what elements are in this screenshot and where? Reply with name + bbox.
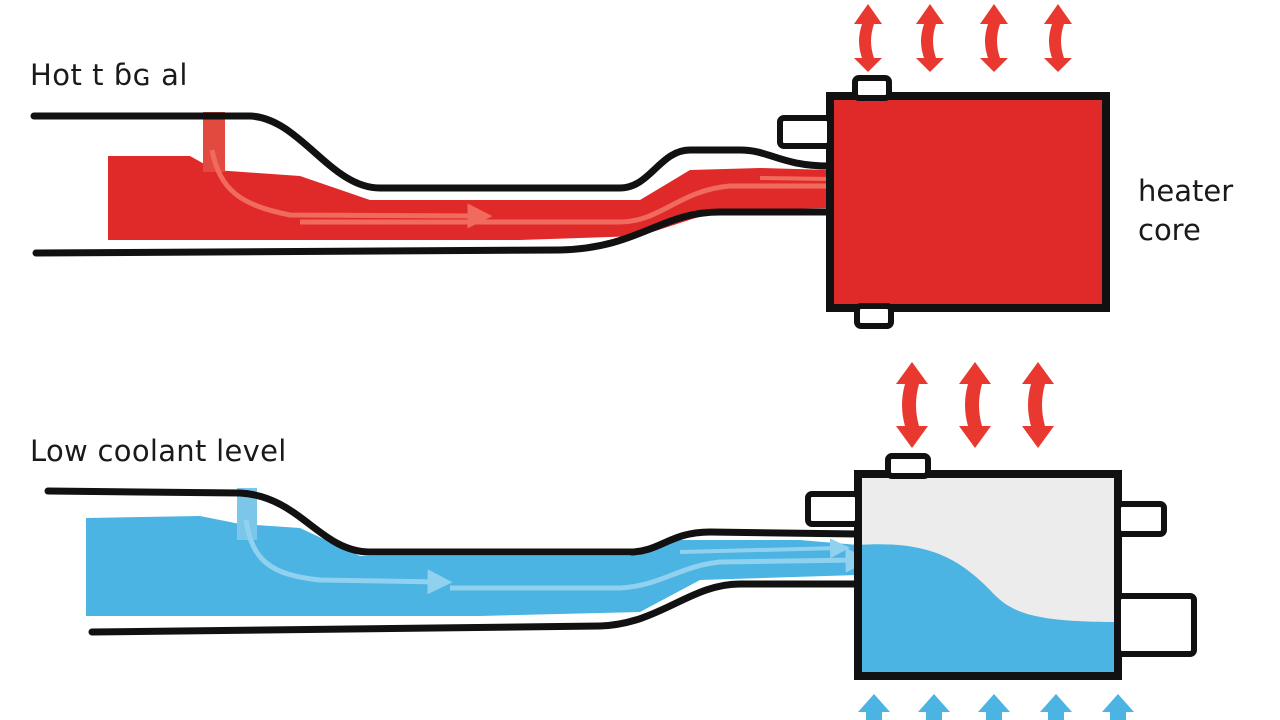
cold-core-inlet-pipe bbox=[805, 491, 861, 527]
low-coolant-label: Low coolant level bbox=[30, 434, 287, 468]
heat-icon bbox=[854, 4, 882, 72]
air-up-arrow-icon bbox=[1102, 694, 1134, 720]
hot-coolant-fill bbox=[108, 156, 830, 240]
cold-core-right-pipe bbox=[1115, 501, 1167, 537]
heat-icon bbox=[896, 362, 928, 448]
hot-hose-lower-wall bbox=[32, 208, 834, 257]
hot-core-inlet-pipe bbox=[777, 115, 833, 149]
hot-flow-arrow bbox=[209, 149, 493, 229]
heat-icon bbox=[1044, 4, 1072, 72]
heater-core-label-line1: heater bbox=[1138, 174, 1234, 208]
cold-coolant-fill bbox=[86, 516, 858, 616]
cold-hose-lower-wall bbox=[88, 580, 862, 636]
heat-icon bbox=[916, 4, 944, 72]
heat-icon bbox=[980, 4, 1008, 72]
heat-icon bbox=[959, 362, 991, 448]
cold-flow-arrow bbox=[679, 538, 850, 559]
heat-icon bbox=[1022, 362, 1054, 448]
cold-core-outlet-pipe bbox=[1115, 593, 1197, 657]
cold-filler-neck bbox=[237, 488, 257, 540]
cold-flow-arrow bbox=[243, 519, 453, 595]
heat-arrow-group-middle bbox=[896, 362, 1054, 448]
air-up-arrow-icon bbox=[978, 694, 1010, 720]
low-coolant-system bbox=[44, 453, 1197, 720]
hot-core-bottom-cap bbox=[854, 303, 894, 329]
cold-core-top-cap bbox=[885, 453, 931, 479]
air-up-arrow-icon bbox=[858, 694, 890, 720]
air-arrow-group bbox=[858, 694, 1134, 720]
hot-filler-neck bbox=[203, 112, 225, 172]
heat-arrow-group-top bbox=[854, 4, 1072, 72]
hot-system-label: Hot t ɓɢ al bbox=[30, 58, 188, 92]
hot-heater-core bbox=[826, 92, 1110, 312]
air-up-arrow-icon bbox=[918, 694, 950, 720]
cold-flow-arrow bbox=[450, 547, 871, 591]
hot-system bbox=[30, 4, 1110, 329]
heater-core-label: heater core bbox=[1138, 172, 1233, 250]
cold-hose-upper-wall bbox=[44, 487, 862, 556]
hot-hose-upper-wall bbox=[30, 112, 834, 192]
cold-heater-core-coolant bbox=[858, 544, 1118, 676]
heater-core-label-line2: core bbox=[1138, 213, 1201, 247]
cold-heater-core bbox=[854, 470, 1122, 680]
air-up-arrow-icon bbox=[1040, 694, 1072, 720]
hot-core-top-cap bbox=[852, 75, 892, 101]
